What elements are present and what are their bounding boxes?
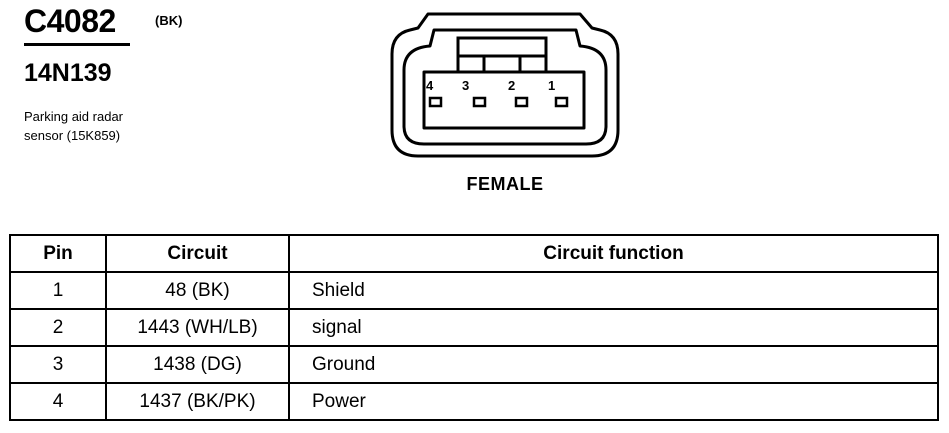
table-row: 2 1443 (WH/LB) signal	[9, 308, 939, 347]
cell-circuit-function: Shield	[288, 271, 939, 310]
table-row: 1 48 (BK) Shield	[9, 271, 939, 310]
connector-id: C4082	[24, 3, 116, 39]
connector-view-label: FEMALE	[466, 174, 544, 194]
pinout-table: Pin Circuit Circuit function 1 48 (BK) S…	[9, 234, 939, 421]
cell-pin: 3	[9, 345, 107, 384]
cell-circuit: 1437 (BK/PK)	[105, 382, 290, 421]
description-line-1: Parking aid radar	[24, 109, 123, 124]
header-circuit-function: Circuit function	[288, 234, 939, 273]
header-pin: Pin	[9, 234, 107, 273]
connector-id-underline	[24, 43, 130, 46]
table-row: 4 1437 (BK/PK) Power	[9, 382, 939, 421]
cell-circuit-function: Power	[288, 382, 939, 421]
terminal-slot-1	[554, 96, 569, 108]
cell-circuit-function: signal	[288, 308, 939, 347]
cavity-label-1: 1	[548, 78, 555, 93]
cell-circuit-function: Ground	[288, 345, 939, 384]
terminal-slot-2	[514, 96, 529, 108]
cavity-block	[422, 70, 586, 130]
connector-outer-housing	[390, 12, 620, 158]
cell-pin: 4	[9, 382, 107, 421]
connector-inner-outline	[402, 28, 608, 146]
description-line-2: sensor (15K859)	[24, 128, 121, 143]
part-number: 14N139	[24, 59, 112, 87]
terminal-slot-4	[428, 96, 443, 108]
cell-pin: 1	[9, 271, 107, 310]
connector-face-diagram: 4 3 2 1	[390, 12, 620, 158]
cell-circuit: 48 (BK)	[105, 271, 290, 310]
connector-color: (BK)	[155, 13, 183, 28]
header-circuit: Circuit	[105, 234, 290, 273]
cell-circuit: 1443 (WH/LB)	[105, 308, 290, 347]
pinout-header-row: Pin Circuit Circuit function	[9, 234, 939, 273]
terminal-slot-3	[472, 96, 487, 108]
cavity-label-2: 2	[508, 78, 515, 93]
cell-circuit: 1438 (DG)	[105, 345, 290, 384]
cavity-label-3: 3	[462, 78, 469, 93]
cell-pin: 2	[9, 308, 107, 347]
table-row: 3 1438 (DG) Ground	[9, 345, 939, 384]
cavity-label-4: 4	[426, 78, 434, 93]
component-description: Parking aid radar sensor (15K859)	[24, 107, 194, 145]
